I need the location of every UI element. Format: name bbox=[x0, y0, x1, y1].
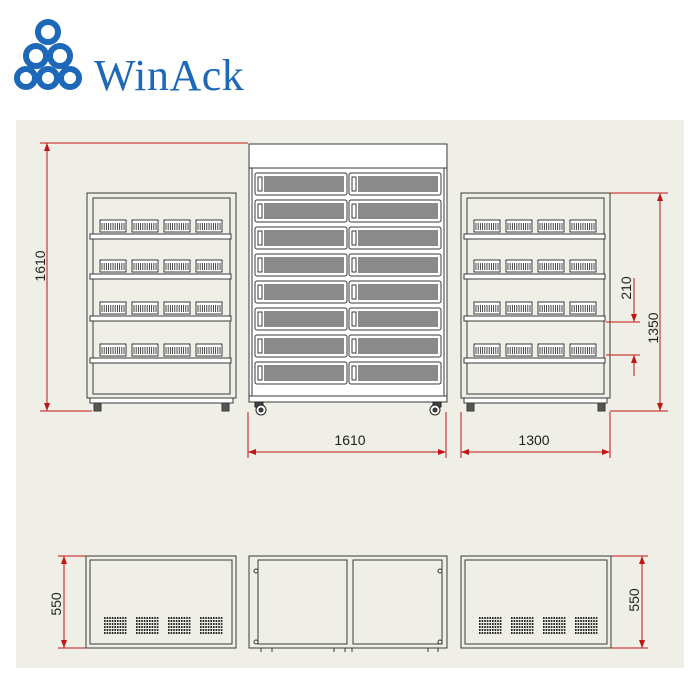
battery-module bbox=[505, 301, 533, 315]
power-module bbox=[348, 253, 442, 277]
top-view-dimensions bbox=[58, 555, 648, 649]
power-module bbox=[348, 172, 442, 196]
battery-module bbox=[569, 301, 597, 315]
shelf bbox=[463, 357, 606, 364]
battery-module bbox=[537, 301, 565, 315]
battery-module bbox=[473, 343, 501, 357]
battery-module bbox=[505, 259, 533, 273]
power-module bbox=[254, 280, 348, 304]
battery-module bbox=[195, 259, 223, 273]
battery-module bbox=[131, 219, 159, 233]
vent-grille bbox=[479, 617, 502, 634]
left-cabinet-front bbox=[86, 192, 237, 412]
battery-module bbox=[163, 259, 191, 273]
battery-module bbox=[473, 219, 501, 233]
dim-bottom-right-height: 550 bbox=[626, 588, 642, 612]
caster-wheel bbox=[254, 401, 442, 416]
battery-module bbox=[131, 301, 159, 315]
vent-grille bbox=[575, 617, 598, 634]
battery-module bbox=[163, 343, 191, 357]
shelf bbox=[463, 315, 606, 322]
vent-grille bbox=[543, 617, 566, 634]
battery-module bbox=[195, 219, 223, 233]
battery-module bbox=[131, 259, 159, 273]
winack-logo: WinAck bbox=[14, 10, 274, 100]
battery-module bbox=[569, 219, 597, 233]
left-cabinet-top bbox=[85, 555, 237, 649]
power-module bbox=[254, 226, 348, 250]
vent-grille bbox=[168, 617, 191, 634]
shelf bbox=[463, 233, 606, 240]
battery-module bbox=[569, 343, 597, 357]
shelf bbox=[89, 273, 232, 280]
dim-right-width: 1300 bbox=[518, 432, 549, 448]
battery-module bbox=[99, 343, 127, 357]
middle-cabinet-front bbox=[248, 143, 448, 416]
vent-grille bbox=[104, 617, 127, 634]
dim-right-height: 1350 bbox=[645, 312, 661, 343]
vent-grille bbox=[511, 617, 534, 634]
battery-module bbox=[163, 219, 191, 233]
dim-shelf-spacing: 210 bbox=[618, 276, 634, 300]
right-cabinet-top bbox=[460, 555, 612, 649]
battery-module bbox=[505, 219, 533, 233]
battery-module bbox=[537, 343, 565, 357]
middle-cabinet-top bbox=[248, 555, 448, 652]
shelf bbox=[89, 315, 232, 322]
right-cabinet-front bbox=[460, 192, 611, 412]
battery-module bbox=[505, 343, 533, 357]
battery-module bbox=[131, 343, 159, 357]
battery-module bbox=[163, 301, 191, 315]
battery-module bbox=[195, 343, 223, 357]
shelf bbox=[89, 233, 232, 240]
battery-module bbox=[195, 301, 223, 315]
battery-module bbox=[99, 301, 127, 315]
power-module bbox=[348, 334, 442, 358]
battery-module bbox=[99, 259, 127, 273]
shelf bbox=[463, 273, 606, 280]
logo-mark-icon bbox=[14, 19, 82, 90]
battery-module bbox=[473, 301, 501, 315]
battery-module bbox=[473, 259, 501, 273]
dim-middle-width: 1610 bbox=[334, 432, 365, 448]
shelf bbox=[89, 357, 232, 364]
brand-name: WinAck bbox=[94, 51, 245, 100]
vent-grille bbox=[200, 617, 223, 634]
dim-left-height: 1610 bbox=[32, 250, 48, 281]
power-module bbox=[348, 226, 442, 250]
power-module bbox=[348, 199, 442, 223]
power-module bbox=[254, 334, 348, 358]
power-module bbox=[254, 307, 348, 331]
dimension-arrows bbox=[44, 143, 663, 455]
power-module bbox=[254, 361, 348, 385]
vent-grille bbox=[136, 617, 159, 634]
battery-module bbox=[537, 259, 565, 273]
battery-module bbox=[569, 259, 597, 273]
power-module bbox=[254, 172, 348, 196]
power-module bbox=[348, 307, 442, 331]
battery-module bbox=[537, 219, 565, 233]
battery-module bbox=[99, 219, 127, 233]
power-module bbox=[254, 199, 348, 223]
dim-bottom-left-height: 550 bbox=[48, 592, 64, 616]
power-module bbox=[348, 280, 442, 304]
power-module bbox=[348, 361, 442, 385]
power-module bbox=[254, 253, 348, 277]
